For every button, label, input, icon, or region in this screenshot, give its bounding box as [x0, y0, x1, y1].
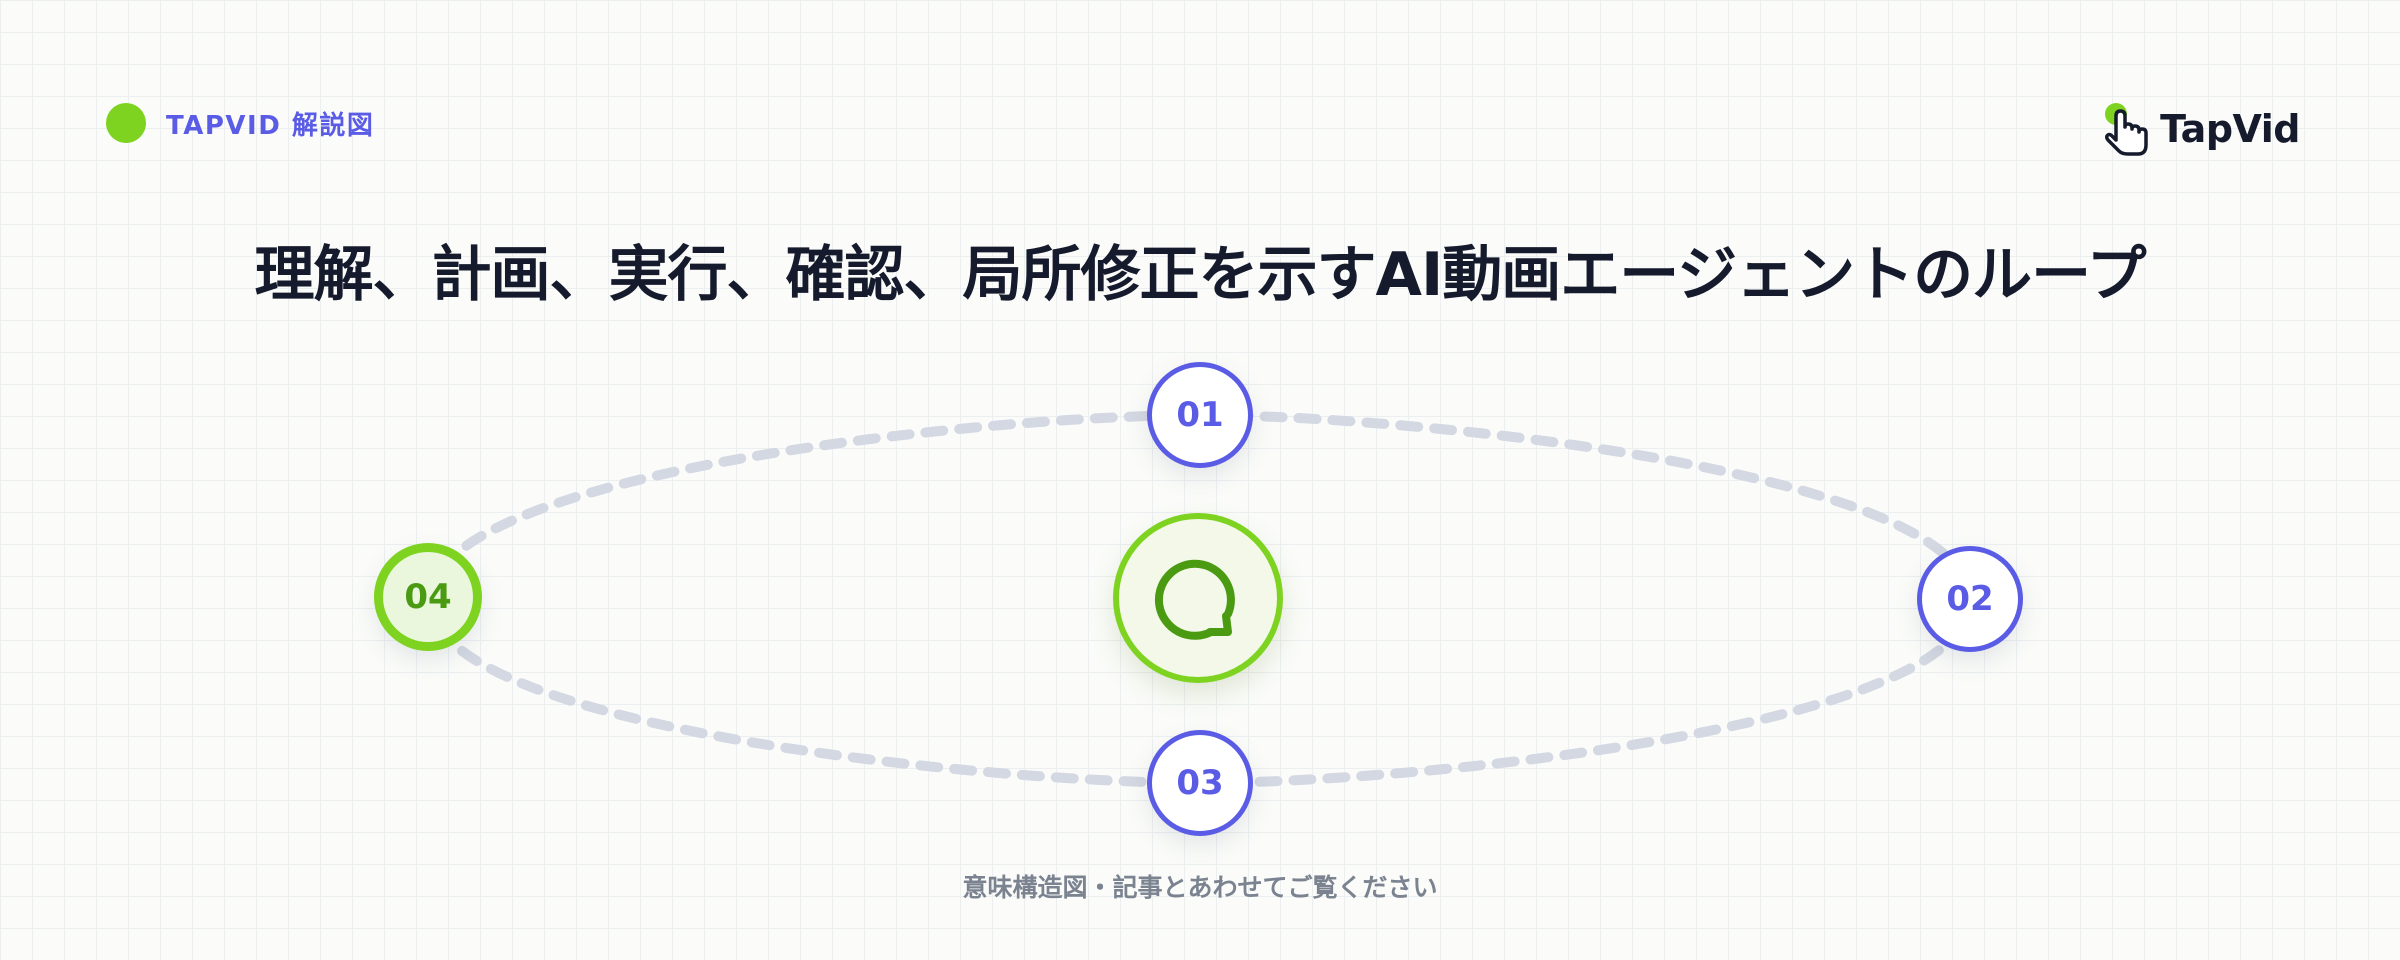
page-title: 理解、計画、実行、確認、局所修正を示すAI動画エージェントのループ — [254, 240, 2147, 310]
refresh-loop-icon — [1154, 559, 1235, 640]
logo-text: TapVid — [2160, 107, 2300, 151]
step-node-04-active: 04 — [374, 543, 482, 651]
brand-label: TAPVID 解説図 — [106, 102, 374, 144]
step-number: 01 — [1176, 395, 1224, 435]
brand-dot-icon — [106, 103, 146, 143]
step-number: 03 — [1176, 763, 1224, 803]
step-node-03: 03 — [1147, 730, 1253, 836]
footer-caption: 意味構造図・記事とあわせてご覧ください — [962, 873, 1438, 902]
tap-hand-icon — [2102, 100, 2154, 158]
loop-hub — [1113, 513, 1283, 683]
tapvid-logo: TapVid — [2102, 100, 2300, 158]
step-number: 02 — [1946, 579, 1994, 619]
step-node-02: 02 — [1917, 546, 2023, 652]
brand-label-text: TAPVID 解説図 — [166, 110, 375, 141]
step-node-01: 01 — [1147, 362, 1253, 468]
step-number: 04 — [404, 577, 452, 617]
